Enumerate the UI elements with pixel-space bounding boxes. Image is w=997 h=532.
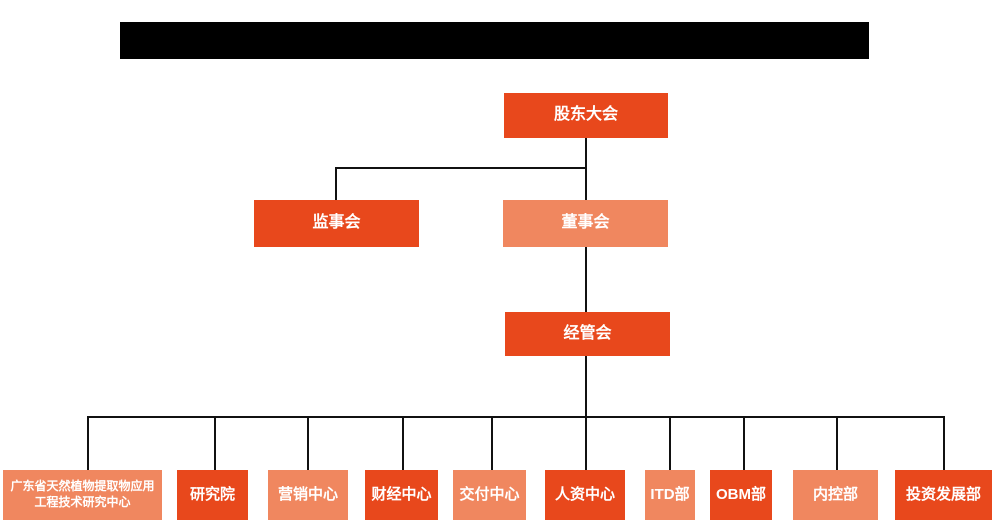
connector-management-to-bus: [585, 356, 587, 417]
org-node-label: ITD部: [650, 486, 690, 504]
connector-drop-marketing-center: [307, 416, 309, 470]
org-node-label: 人资中心: [554, 486, 615, 504]
org-node-hr-center: 人资中心: [545, 470, 625, 520]
connector-drop-itd-dept: [669, 416, 671, 470]
connector-drop-obm-dept: [743, 416, 745, 470]
org-node-label: 监事会: [312, 214, 361, 232]
connector-drop-internal-control-dept: [836, 416, 838, 470]
org-node-management-committee: 经管会: [505, 312, 670, 356]
org-node-label: 投资发展部: [905, 486, 981, 504]
connector-drop-supervisory: [335, 167, 337, 200]
org-node-label: 董事会: [561, 214, 610, 232]
org-node-research-institute: 研究院: [177, 470, 248, 520]
org-node-label: 股东大会: [553, 106, 618, 124]
org-node-label: 广东省天然植物提取物应用工程技术研究中心: [10, 479, 155, 509]
org-node-supervisory-board: 监事会: [254, 200, 419, 247]
connector-board-to-management: [585, 247, 587, 312]
org-node-label: 研究院: [189, 486, 235, 504]
connector-drop-research-center: [87, 416, 89, 470]
org-node-internal-control-dept: 内控部: [793, 470, 878, 520]
connector-drop-research-institute: [214, 416, 216, 470]
org-node-delivery-center: 交付中心: [453, 470, 526, 520]
connector-drop-hr-center: [585, 416, 587, 470]
org-node-obm-dept: OBM部: [710, 470, 772, 520]
org-node-finance-center: 财经中心: [365, 470, 438, 520]
org-node-itd-dept: ITD部: [645, 470, 695, 520]
org-node-research-center: 广东省天然植物提取物应用工程技术研究中心: [3, 470, 162, 520]
org-node-board-of-directors: 董事会: [503, 200, 668, 247]
connector-drop-finance-center: [402, 416, 404, 470]
org-node-label: 交付中心: [459, 486, 520, 504]
connector-drop-investment-development-dept: [943, 416, 945, 470]
connector-shareholders-to-board: [585, 138, 587, 200]
org-node-investment-development-dept: 投资发展部: [895, 470, 992, 520]
org-node-marketing-center: 营销中心: [268, 470, 348, 520]
org-node-label: 财经中心: [371, 486, 432, 504]
org-node-label: 内控部: [812, 486, 858, 504]
redacted-title-bar: [120, 22, 869, 59]
org-node-shareholders-meeting: 股东大会: [504, 93, 668, 138]
org-node-label: 营销中心: [277, 486, 338, 504]
connector-drop-delivery-center: [491, 416, 493, 470]
org-node-label: 经管会: [563, 324, 612, 342]
connector-department-bus: [87, 416, 945, 418]
org-node-label: OBM部: [716, 486, 766, 504]
connector-branch-supervisory: [335, 167, 587, 169]
